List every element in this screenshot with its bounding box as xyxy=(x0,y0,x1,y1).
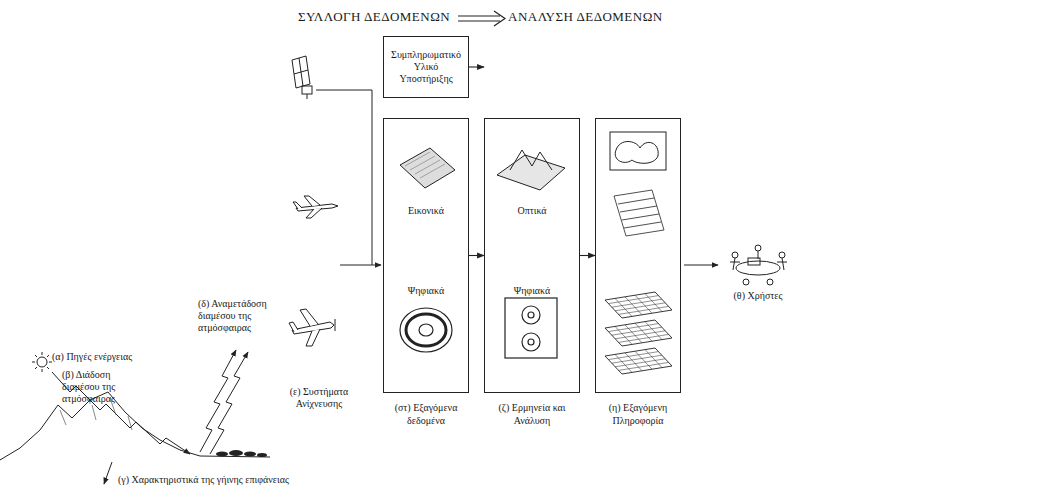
part-label: (θ) Χρήστες xyxy=(722,290,794,302)
tape-reel-icon xyxy=(400,308,452,352)
box-text: Οπτικά xyxy=(488,205,576,217)
box-text: Ψηφιακά xyxy=(488,285,576,297)
grid-line xyxy=(619,362,669,370)
terrain xyxy=(0,392,270,460)
vegetation xyxy=(216,450,267,457)
sun-symbol xyxy=(32,352,52,372)
stage-caption: (ζ) Ερμηνεία και Ανάλυση xyxy=(479,402,585,427)
box-text: Εικονικά xyxy=(387,205,465,217)
stereo-map-icon xyxy=(497,150,565,190)
plane-icon xyxy=(289,309,335,346)
table-icon xyxy=(614,190,664,236)
stage-caption: (στ) Εξαγόμενα δεδομένα xyxy=(378,402,474,427)
computer-icon xyxy=(505,298,557,358)
reflected-radiation xyxy=(200,350,236,452)
grid-lines xyxy=(608,294,668,373)
heading-part: ΑΝΑΛΥΣΗ ΔΕΔΟΜΕΝΩΝ xyxy=(508,9,663,25)
box-text: Συμπληρωματικό Υλικό Υποστήριξης xyxy=(387,49,465,85)
part-label: (δ) Αναμετάδοση διαμέσου της ατμόσφαιρας xyxy=(198,298,290,334)
bracket-line xyxy=(316,90,372,265)
grid-line xyxy=(619,334,669,342)
grid-line xyxy=(619,306,669,314)
stage-box: ΟπτικάΨηφιακά(ζ) Ερμηνεία και Ανάλυση xyxy=(484,118,580,393)
thematic-map-icon xyxy=(610,132,666,170)
part-label: (ε) Συστήματα Ανίχνευσης xyxy=(282,386,356,410)
surface-arrow xyxy=(104,462,112,484)
photo-icon xyxy=(400,148,455,188)
flow-arrow xyxy=(469,66,484,67)
flow-arrow xyxy=(580,255,595,256)
stage-box: ΕικονικάΨηφιακά(στ) Εξαγόμενα δεδομένα xyxy=(383,118,469,393)
diagram-title: ΣΥΛΛΟΓΗ ΔΕΔΟΜΕΝΩΝ xyxy=(298,9,450,25)
grid-layers-icon xyxy=(605,292,672,374)
part-label: (γ) Χαρακτηριστικά της γήινης επιφάνειας xyxy=(118,474,388,486)
stage-caption: (η) Εξαγόμενη Πληροφορία xyxy=(590,402,686,427)
jet-icon xyxy=(293,196,338,218)
part-label: (α) Πηγές ενέργειας xyxy=(52,351,172,363)
stage-box: (η) Εξαγόμενη Πληροφορία xyxy=(595,118,681,393)
flow-arrow xyxy=(469,255,484,256)
double-arrow xyxy=(458,11,505,26)
reflected-radiation xyxy=(210,352,248,454)
satellite-icon xyxy=(292,56,312,99)
sensor-arrow xyxy=(340,265,381,266)
box-text: Ψηφιακά xyxy=(387,285,465,297)
part-label: (β) Διάδοση διαμέσου της ατμόσφαιρας xyxy=(62,369,144,405)
users-arrow xyxy=(684,265,718,266)
support-box: Συμπληρωματικό Υλικό Υποστήριξης xyxy=(383,36,469,98)
users-icon xyxy=(730,245,787,285)
